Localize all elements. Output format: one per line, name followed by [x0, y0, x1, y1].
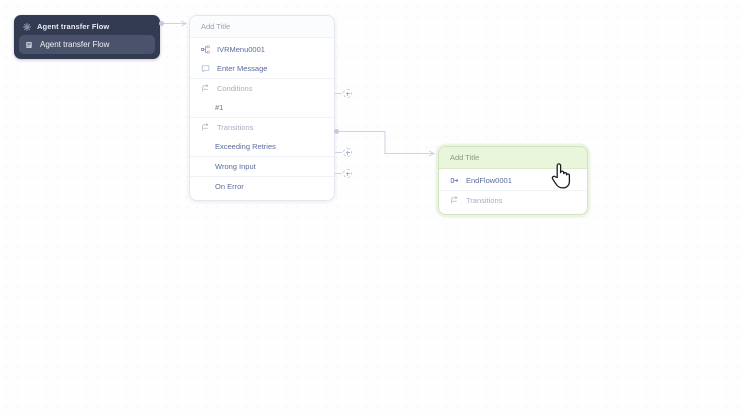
- ivr-card-row-label: Wrong Input: [215, 162, 256, 171]
- ivr-card-row-ivrmenu[interactable]: IVRMenu0001: [190, 40, 334, 59]
- output-handle-exceeding-retries[interactable]: [334, 129, 339, 134]
- branch-icon: [201, 84, 210, 93]
- agent-node-output-handle[interactable]: [159, 21, 164, 26]
- branch-icon: [201, 123, 210, 132]
- ivr-card-row-label: IVRMenu0001: [217, 45, 265, 54]
- end-card-row-label: EndFlow0001: [466, 176, 512, 185]
- branch-icon: [450, 196, 459, 205]
- ivr-card-row-label: Conditions: [217, 84, 253, 93]
- add-connection-handle-condition[interactable]: [343, 89, 352, 98]
- add-connection-handle-on-error[interactable]: [343, 169, 352, 178]
- document-icon: [25, 41, 33, 49]
- ivr-card-transition-on-error[interactable]: On Error: [190, 176, 334, 196]
- ivr-menu-card[interactable]: Add Title IVRMenu0001: [189, 15, 335, 201]
- end-card-row-endflow[interactable]: EndFlow0001: [439, 171, 587, 190]
- ivr-card-transition-exceeding-retries[interactable]: Exceeding Retries: [190, 137, 334, 156]
- agent-node-header: Agent transfer Flow: [14, 19, 160, 35]
- handle-stub-wrong-input: [335, 152, 342, 153]
- add-connection-handle-wrong-input[interactable]: [343, 148, 352, 157]
- end-card-body: EndFlow0001 Transitions: [439, 169, 587, 214]
- handle-stub-condition: [335, 93, 342, 94]
- agent-node-flow-item[interactable]: Agent transfer Flow: [19, 35, 155, 54]
- ivr-card-section-conditions: Conditions: [190, 78, 334, 98]
- ivr-card-row-label: Transitions: [217, 123, 254, 132]
- agent-node-flow-label: Agent transfer Flow: [40, 40, 110, 49]
- ivr-card-section-transitions: Transitions: [190, 117, 334, 137]
- ivr-card-transition-wrong-input[interactable]: Wrong Input: [190, 156, 334, 176]
- ivr-card-row-label: #1: [215, 103, 224, 112]
- ivr-card-row-label: Exceeding Retries: [215, 142, 276, 151]
- ivr-card-row-label: Enter Message: [217, 64, 268, 73]
- end-card-title[interactable]: Add Title: [439, 147, 587, 169]
- end-flow-icon: [450, 176, 459, 185]
- ivr-card-condition-1[interactable]: #1: [190, 98, 334, 117]
- end-card-row-label: Transitions: [466, 196, 503, 205]
- agent-transfer-flow-node[interactable]: Agent transfer Flow Agent transfer Flow: [14, 15, 160, 59]
- ivr-card-row-message[interactable]: Enter Message: [190, 59, 334, 78]
- handle-stub-on-error: [335, 173, 342, 174]
- ivr-menu-icon: [201, 45, 210, 54]
- ivr-card-body: IVRMenu0001 Enter Message: [190, 38, 334, 200]
- message-bubble-icon: [201, 64, 210, 73]
- gear-icon: [23, 22, 31, 31]
- ivr-card-row-label: On Error: [215, 182, 244, 191]
- agent-node-title: Agent transfer Flow: [37, 22, 110, 31]
- end-card-section-transitions: Transitions: [439, 190, 587, 210]
- ivr-card-title[interactable]: Add Title: [190, 16, 334, 38]
- end-flow-card[interactable]: Add Title EndFlow0001: [438, 146, 588, 215]
